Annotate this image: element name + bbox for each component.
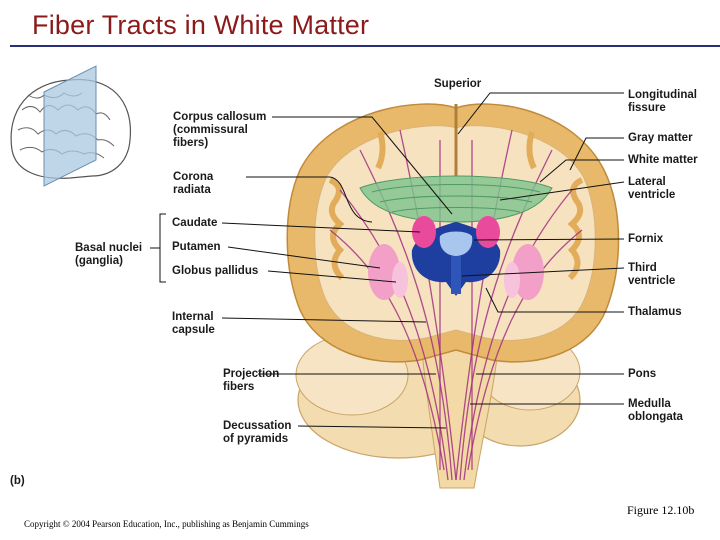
label-superior: Superior xyxy=(434,78,482,90)
label-fornix: Fornix xyxy=(628,233,664,245)
leader-lines xyxy=(150,92,625,429)
label-gray-matter: Gray matter xyxy=(628,132,693,144)
label-basal-nuclei: Basal nuclei (ganglia) xyxy=(75,242,143,267)
label-medulla: Medulla oblongata xyxy=(628,398,683,423)
label-globus-pallidus: Globus pallidus xyxy=(172,265,259,277)
label-white-matter: White matter xyxy=(628,154,698,166)
slide-title: Fiber Tracts in White Matter xyxy=(32,10,370,40)
coronal-plane-icon xyxy=(43,65,97,187)
label-corona-radiata: Corona radiata xyxy=(173,171,214,196)
panel-label: (b) xyxy=(10,475,25,487)
label-internal-capsule: Internal capsule xyxy=(172,311,215,336)
label-pons: Pons xyxy=(628,368,657,380)
title-rule xyxy=(10,45,720,47)
label-third-ventricle: Third ventricle xyxy=(628,262,676,287)
label-lateral-ventricle: Lateral ventricle xyxy=(628,176,676,201)
label-decussation: Decussation of pyramids xyxy=(223,420,292,445)
label-corpus-callosum: Corpus callosum (commissural fibers) xyxy=(173,111,267,149)
label-longitudinal-fissure: Longitudinal fissure xyxy=(628,89,697,114)
label-caudate: Caudate xyxy=(172,217,218,229)
label-thalamus: Thalamus xyxy=(628,306,682,318)
label-putamen: Putamen xyxy=(172,241,221,253)
label-projection-fibers: Projection fibers xyxy=(223,368,280,393)
brain-section xyxy=(286,103,620,489)
thumbnail-brain-icon xyxy=(10,65,132,187)
figure-caption: Figure 12.10b xyxy=(627,503,695,517)
copyright-text: Copyright © 2004 Pearson Education, Inc.… xyxy=(24,519,309,529)
